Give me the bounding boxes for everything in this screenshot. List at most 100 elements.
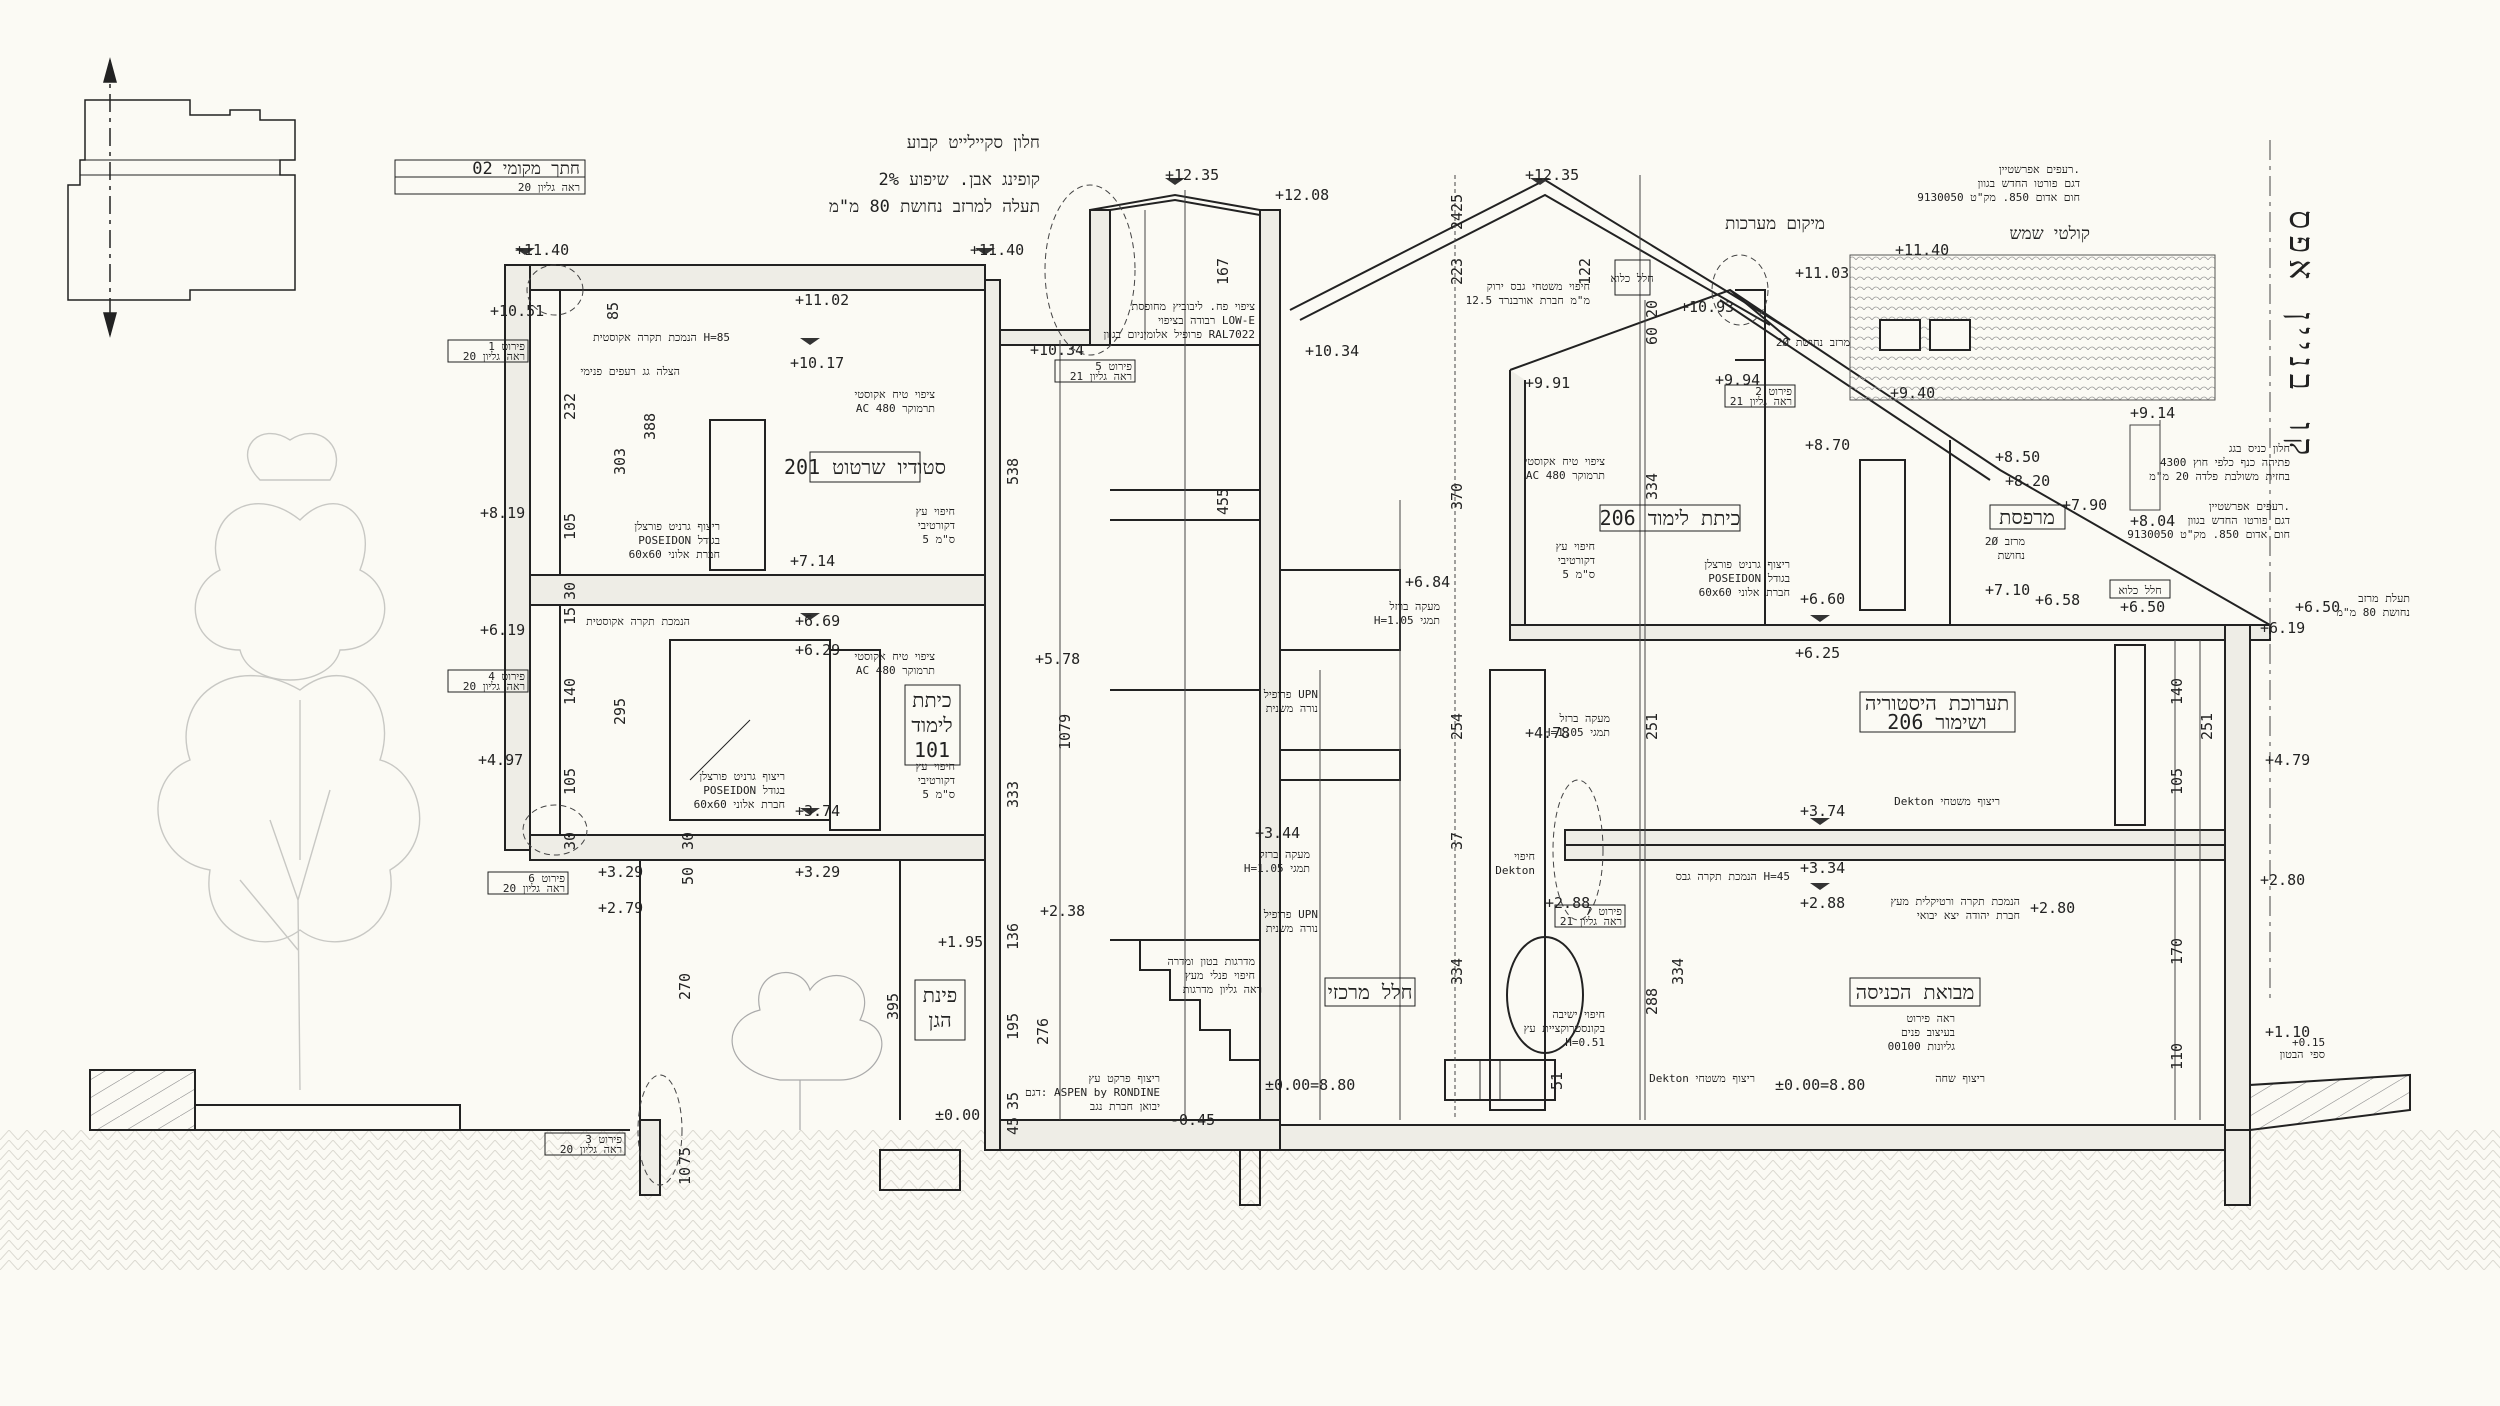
level-text: +8.50 (1995, 448, 2040, 466)
level-text: +6.50 (2120, 598, 2165, 616)
room-labels: סטודיו שרטוט 201 כיתת לימוד 101 פינת הגן… (784, 259, 2171, 1041)
note-text: רבודה בציפוי LOW-E (1158, 314, 1255, 327)
dim-text: 20 (1643, 300, 1661, 318)
dim-text: 167 (1214, 258, 1232, 285)
label-solar: קולטי שמש (2009, 224, 2090, 244)
room-vent: חלל כלוא (2118, 584, 2161, 597)
note-text: ראה גליון מדרגות (1183, 983, 1262, 996)
note-text: פתיחה כנף כלפי חוץ 4300 (2160, 456, 2290, 469)
dim-text: 232 (561, 393, 579, 420)
note-text: AC 480 תרמוקר (1526, 469, 1605, 482)
level-text: +6.58 (2035, 591, 2080, 609)
dim-text: 35 (1004, 1092, 1022, 1110)
room-garden-b: הגן (928, 1008, 951, 1032)
note-text: גליונות 00100 (1888, 1040, 1956, 1053)
detail-tag: פירוט 2 (1755, 385, 1792, 398)
structure (504, 178, 2271, 1206)
level-text: +11.40 (1895, 241, 1949, 259)
note-text: מעקה ברזל (1389, 600, 1441, 613)
dim-text: 370 (1448, 483, 1466, 510)
level-text: +5.78 (1035, 650, 1080, 668)
note-text: H=1.05 תמגי (1244, 862, 1310, 875)
dim-text: 105 (2168, 768, 2186, 795)
ground-hatch (0, 1130, 2500, 1270)
level-text: +7.10 (1985, 581, 2030, 599)
level-text: +3.34 (1800, 859, 1845, 877)
level-text: +8.04 (2130, 512, 2175, 530)
dim-text: 50 (679, 867, 697, 885)
level-text: +6.69 (795, 612, 840, 630)
level-text: ±0.00=8.80 (1265, 1076, 1355, 1094)
dim-text: 251 (1643, 713, 1661, 740)
level-text: +4.79 (2265, 751, 2310, 769)
dim-text: 30 (561, 582, 579, 600)
dim-text: 276 (1034, 1018, 1052, 1045)
note-text: חלון כניס בגג (2229, 442, 2290, 455)
dim-text: 75 (676, 1147, 694, 1165)
detail-tag: פירוט 3 (585, 1133, 622, 1146)
ground-line (89, 1069, 2411, 1132)
level-text: +4.97 (478, 751, 523, 769)
dim-text: 270 (676, 973, 694, 1000)
note-text: הנמכת תקרה אקוסטית H=85 (593, 331, 730, 344)
level-text: +3.74 (795, 802, 840, 820)
room-study101-c: 101 (914, 738, 950, 762)
detail-tag: ראה גליון 20 (463, 350, 525, 363)
dim-text: 455 (1214, 488, 1232, 515)
dim-text: 195 (1004, 1013, 1022, 1040)
note-text: מעקה ברזל (1559, 712, 1611, 725)
note-text: POSEIDON בגודל (638, 534, 720, 547)
level-text: +6.29 (795, 641, 840, 659)
detail-tag: פירוט 1 (488, 340, 525, 353)
level-text: +11.03 (1795, 264, 1849, 282)
level-text: +9.94 (1715, 371, 1760, 389)
detail-tag: ראה גליון 20 (560, 1143, 622, 1156)
note-text: POSEIDON בגודל (1708, 572, 1790, 585)
note-text: מדרגות בטון ומדרה (1167, 955, 1255, 968)
note-text: Dekton ריצוף משטחי (1894, 795, 2000, 808)
note-text: 60x60 חברת אלוני (629, 548, 720, 561)
note-text: פרופיל אלומיניום בגוון RAL7022 (1104, 328, 1255, 341)
dim-text: 395 (884, 993, 902, 1020)
dim-text: 140 (561, 678, 579, 705)
note-text: חיפוי ישיבה (1552, 1008, 1605, 1021)
label-gutter: תעלה למרזב נחושת 80 מ"מ (829, 197, 1040, 217)
note-text: POSEIDON בגודל (703, 784, 785, 797)
dim-text: 333 (1004, 781, 1022, 808)
note-text: חיפוי עץ (1556, 540, 1595, 553)
dim-text: 288 (1643, 988, 1661, 1015)
dim-text: 10 (676, 1167, 694, 1185)
level-text: ±0.00 (935, 1106, 980, 1124)
note-text: H=0.51 (1565, 1036, 1605, 1049)
note-text: 12.5 מ"מ חברת אורבנרד (1466, 294, 1590, 307)
note-text: Dekton (1495, 864, 1535, 877)
shrub-drawing (731, 972, 883, 1130)
label-systems: מיקום מערכות (1725, 214, 1825, 234)
dim-text: 45 (1004, 1117, 1022, 1135)
level-text: +6.60 (1800, 590, 1845, 608)
note-text: ציפוי פח. ליבוביץ מחופסת (1131, 300, 1255, 313)
level-text: +10.34 (1030, 341, 1084, 359)
room-history-a: תערוכת היסטוריה (1865, 691, 2009, 715)
level-text: +4.78 (1525, 724, 1570, 742)
dim-text: 37 (1448, 832, 1466, 850)
dim-text: 85 (604, 302, 622, 320)
note-text: יבואן חברת נגב (1090, 1100, 1160, 1113)
note-text: H=1.05 תמגי (1374, 614, 1440, 627)
dim-text: 538 (1004, 458, 1022, 485)
dim-text: 30 (679, 832, 697, 850)
note-text: דקורטיבי (918, 774, 955, 787)
label-tiles-2: דגם פורטו החדש בגוון (1978, 177, 2080, 190)
note-text: דגם פורטו החדש בגוון (2188, 514, 2290, 527)
detail-tag: ראה גליון 21 (1560, 915, 1622, 928)
level-text: +2.88 (1545, 894, 1590, 912)
note-text: ריצוף גרניט פורצלן (634, 520, 720, 533)
level-text: +6.84 (1405, 573, 1450, 591)
level-text: +9.14 (2130, 404, 2175, 422)
level-text: +3.29 (795, 863, 840, 881)
note-text: הנמכת תקרה גבס H=45 (1676, 870, 1790, 883)
note-text: דקורטיבי (918, 519, 955, 532)
note-text: ריצוף פרקט עץ (1089, 1072, 1160, 1085)
note-text: דקורטיבי (1558, 554, 1595, 567)
